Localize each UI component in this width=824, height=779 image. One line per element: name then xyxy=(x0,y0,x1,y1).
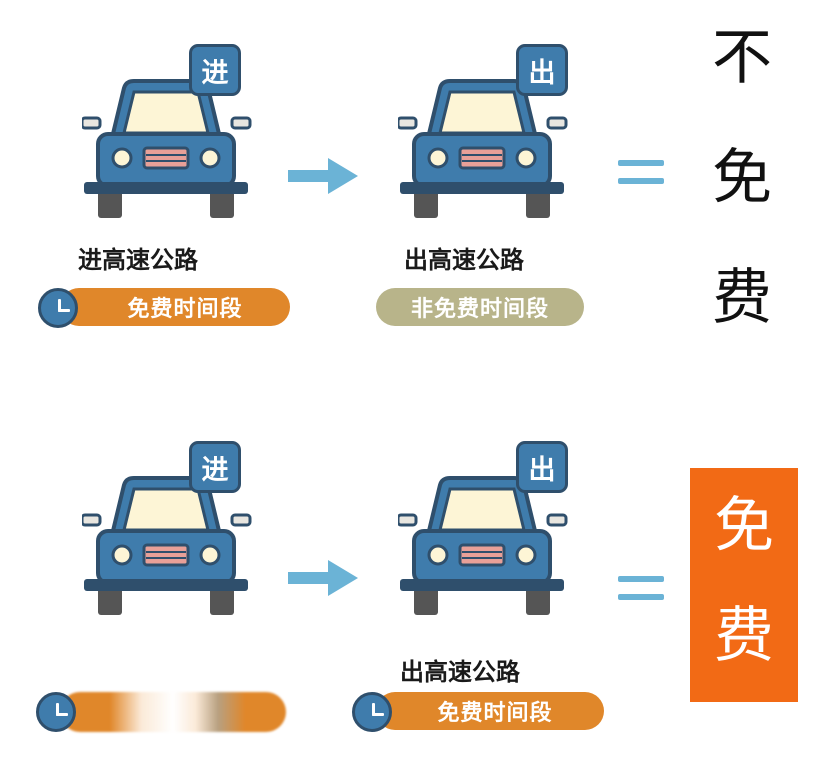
exit-car-icon-2 xyxy=(398,476,568,617)
enter-badge: 进 xyxy=(189,44,241,96)
result-char-3: 费 xyxy=(712,263,772,333)
clock-icon-3 xyxy=(352,692,392,732)
exit-car-icon xyxy=(398,79,568,220)
enter-car-icon xyxy=(82,79,252,220)
blurred-period-bar xyxy=(60,692,286,732)
non-free-period-pill: 非免费时间段 xyxy=(376,288,584,326)
result-char-2: 免 xyxy=(712,143,772,213)
exit-badge-2: 出 xyxy=(516,441,568,493)
clock-icon-2 xyxy=(36,692,76,732)
arrow-right-icon xyxy=(288,158,358,194)
free-period-pill-2: 免费时间段 xyxy=(376,692,604,730)
equals-icon-2 xyxy=(618,576,664,602)
enter-badge-2: 进 xyxy=(189,441,241,493)
exit-highway-caption-2: 出高速公路 xyxy=(400,658,520,686)
enter-car-icon-2 xyxy=(82,476,252,617)
result2-char-1: 免 xyxy=(714,491,774,561)
arrow-right-icon-2 xyxy=(288,560,358,596)
free-result-box: 免 费 xyxy=(690,468,798,702)
result-char-1: 不 xyxy=(712,23,772,93)
equals-icon xyxy=(618,160,664,186)
exit-highway-caption: 出高速公路 xyxy=(404,246,524,274)
clock-icon xyxy=(38,288,78,328)
result2-char-2: 费 xyxy=(714,601,774,671)
exit-badge: 出 xyxy=(516,44,568,96)
free-period-pill: 免费时间段 xyxy=(60,288,290,326)
enter-highway-caption: 进高速公路 xyxy=(78,246,198,274)
